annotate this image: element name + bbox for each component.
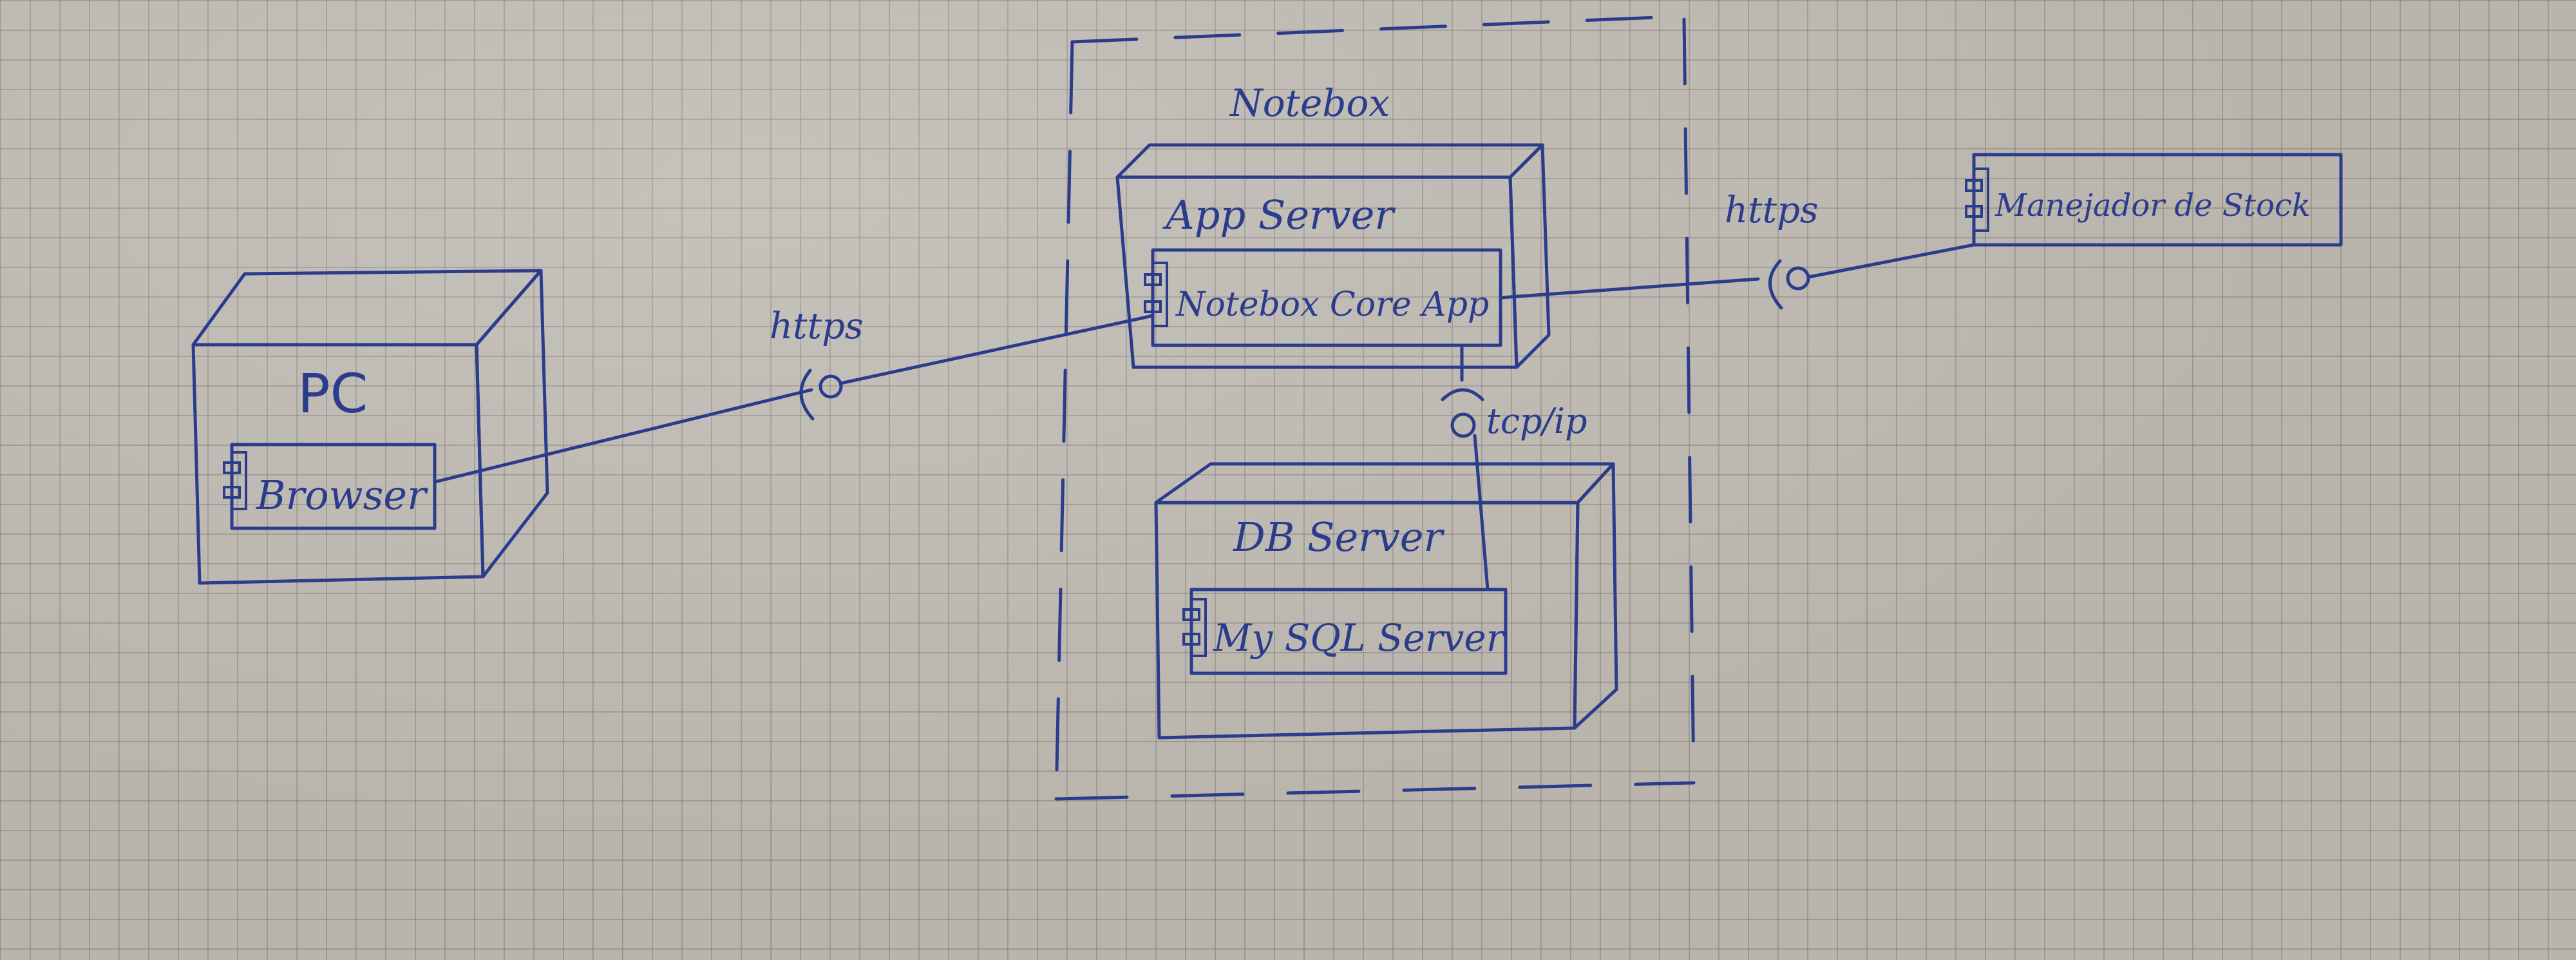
stock-manager-label: Manejador de Stock [1994,187,2311,224]
stock-manager-component: Manejador de Stock [1965,153,2343,247]
db-server-label: DB Server [1233,514,1444,561]
tcp-ip-label: tcp/ip [1486,401,1587,441]
https-label-right: https [1725,189,1819,231]
mysql-server-component: My SQL Server [1182,588,1508,675]
component-icon [1182,598,1207,657]
notebox-core-app-component: Notebox Core App [1144,248,1502,347]
component-icon [1144,262,1168,327]
notebox-boundary: Notebox [1054,14,1696,801]
https-connection-browser: https [433,305,1155,484]
https-label-left: https [770,305,864,347]
app-server-label: App Server [1162,191,1396,238]
boundary-label: Notebox [1229,81,1390,125]
browser-component: Browser [223,443,437,530]
app-server-node: App Server [1115,143,1551,369]
mysql-server-label: My SQL Server [1213,616,1506,660]
pc-node-label: PC [298,362,368,425]
db-server-node: DB Server [1154,462,1618,740]
component-icon [223,451,247,510]
pc-node: PC [191,269,549,585]
component-icon [1965,168,1989,232]
browser-label: Browser [256,472,428,519]
https-connection-stock: https [1499,189,1976,310]
notebox-core-app-label: Notebox Core App [1175,285,1489,324]
tcp-ip-connection: tcp/ip [1441,343,1587,591]
